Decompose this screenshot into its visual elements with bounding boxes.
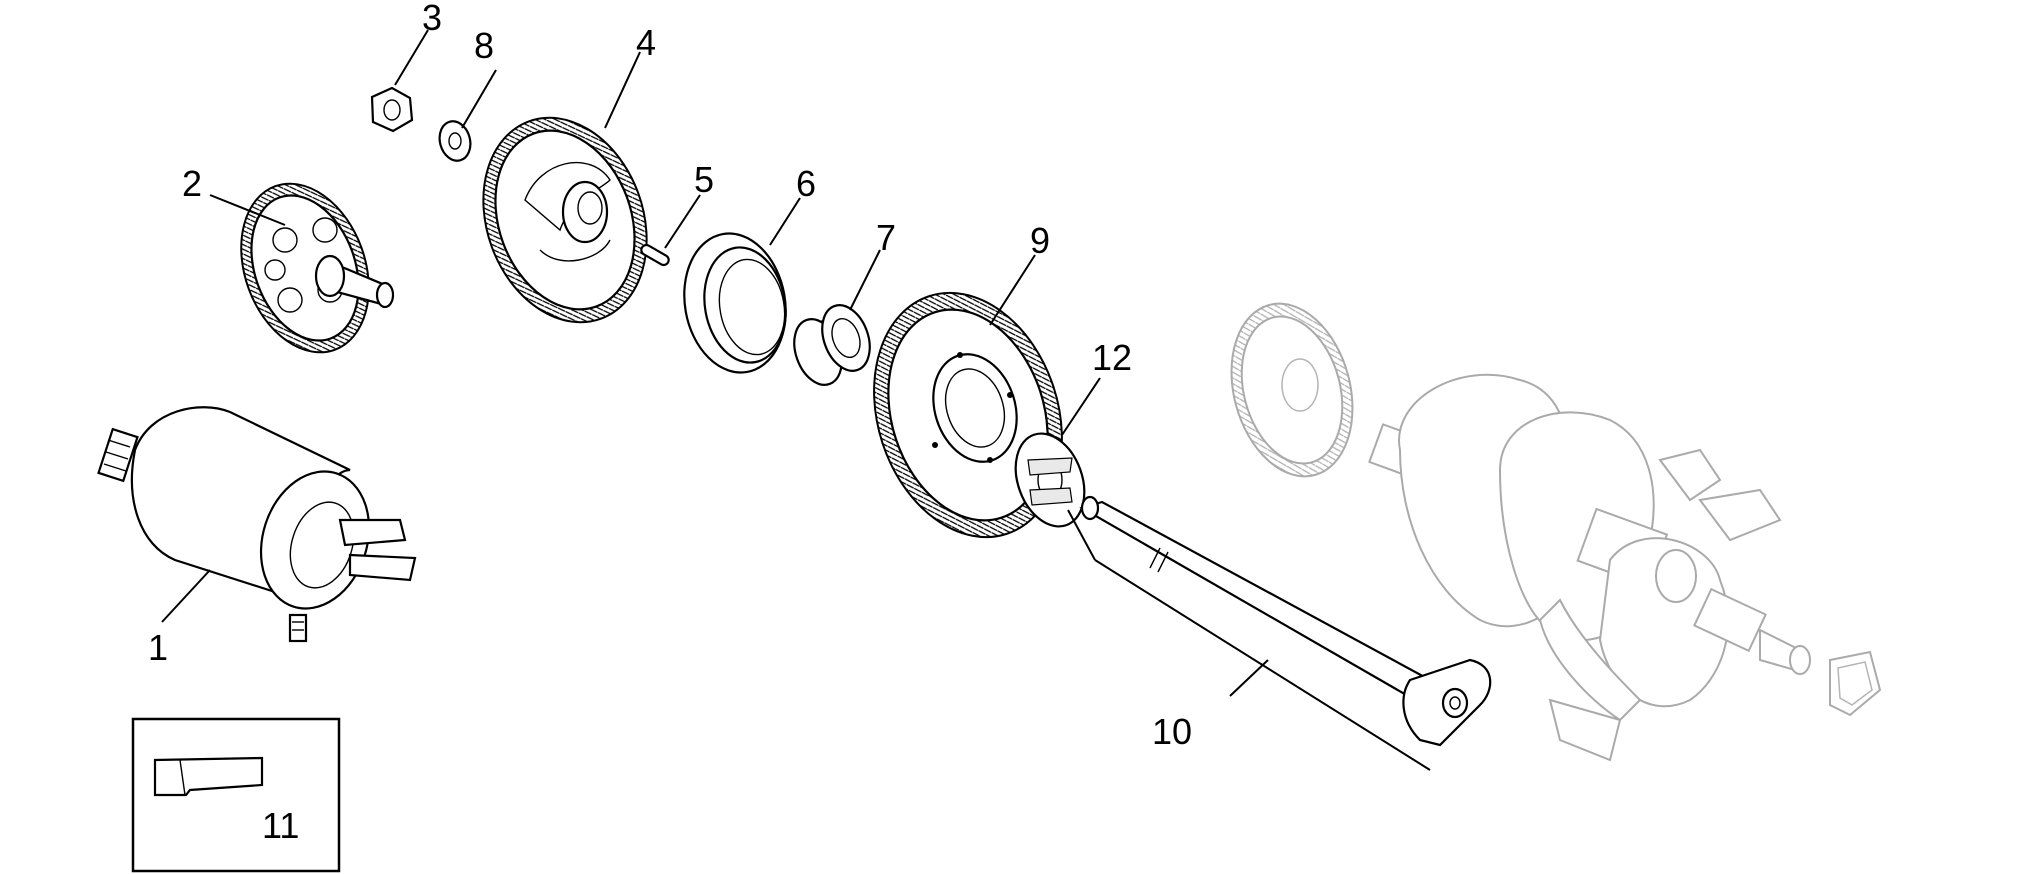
callout-1: 1 [148, 627, 168, 668]
large-gear [482, 116, 648, 324]
intermediate-gear [240, 182, 395, 354]
inset-box [131, 717, 341, 873]
hex-nut [370, 86, 414, 133]
callout-6: 6 [796, 163, 816, 204]
callout-10: 10 [1152, 711, 1192, 752]
callout-3: 3 [422, 0, 442, 38]
starter-gear [873, 291, 1063, 539]
callout-5: 5 [694, 159, 714, 200]
callout-9: 9 [1030, 220, 1050, 261]
callout-labels: 1 2 3 4 5 6 7 8 9 10 11 12 [148, 0, 1192, 846]
crankshaft-assembly-ghosted [1230, 302, 1882, 762]
callout-12: 12 [1092, 337, 1132, 378]
callout-4: 4 [636, 22, 656, 63]
callout-7: 7 [876, 217, 896, 258]
callout-11: 11 [262, 805, 299, 846]
bushing-ring [683, 232, 787, 374]
washer [438, 120, 472, 162]
shaft [1079, 495, 1492, 747]
leader-lines [161, 29, 1431, 771]
callout-2: 2 [182, 163, 202, 204]
needle-bearing [793, 304, 871, 386]
starter-motor [97, 406, 417, 643]
callout-8: 8 [474, 25, 494, 66]
dowel-pin [640, 243, 670, 267]
flange-washer [1014, 432, 1086, 528]
